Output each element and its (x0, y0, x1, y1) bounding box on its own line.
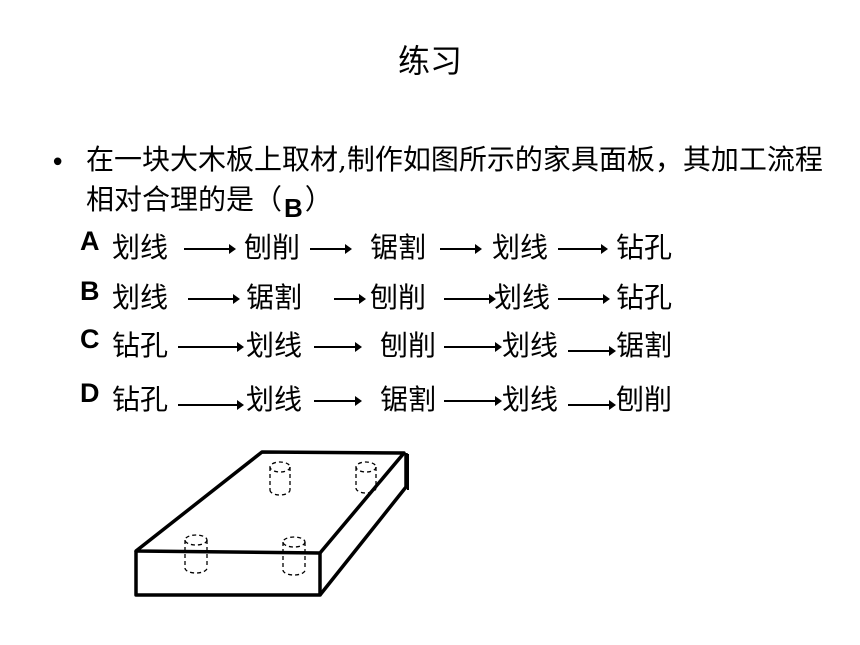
arrow-icon (184, 244, 236, 254)
arrow-icon (314, 342, 362, 352)
option-step: 钻孔 (616, 281, 673, 314)
option-step: 锯割 (370, 231, 427, 264)
option-d: D 钻孔 划线 锯割 划线 刨削 (80, 378, 740, 418)
option-step: 划线 (502, 329, 559, 362)
arrow-icon (444, 396, 502, 406)
question-text-after: ） (304, 183, 333, 216)
panel-front-face (134, 551, 322, 597)
option-step: 划线 (492, 231, 549, 264)
option-b: B 划线 锯割 刨削 划线 钻孔 (80, 276, 740, 316)
arrow-icon (568, 400, 616, 410)
arrow-icon (440, 244, 482, 254)
panel-top-face (134, 450, 406, 555)
arrow-icon (558, 294, 610, 304)
option-letter: C (80, 324, 100, 354)
option-step: 钻孔 (112, 329, 169, 362)
option-step: 划线 (494, 281, 551, 314)
arrow-icon (558, 244, 608, 254)
drill-hole (282, 536, 306, 576)
option-step: 划线 (112, 231, 169, 264)
option-step: 锯割 (246, 281, 303, 314)
arrow-icon (188, 294, 240, 304)
option-letter: A (80, 226, 100, 256)
option-letter: D (80, 378, 100, 408)
option-letter: B (80, 276, 100, 306)
option-step: 刨削 (380, 329, 437, 362)
option-step: 刨削 (616, 383, 673, 416)
question-text: 在一块大木板上取材,制作如图所示的家具面板，其加工流程相对合理的是（B） (86, 140, 826, 223)
slide-title: 练习 (397, 42, 462, 80)
option-step: 划线 (246, 329, 303, 362)
option-a: A 划线 刨削 锯割 划线 钻孔 (80, 226, 740, 266)
panel-side-face (318, 453, 408, 597)
arrow-icon (334, 294, 366, 304)
drill-hole (184, 534, 208, 574)
option-step: 划线 (246, 383, 303, 416)
arrow-icon (444, 342, 502, 352)
option-step: 划线 (502, 383, 559, 416)
drill-hole (355, 461, 377, 494)
arrow-icon (444, 294, 496, 304)
option-step: 锯割 (380, 383, 437, 416)
arrow-icon (178, 342, 244, 352)
option-step: 钻孔 (616, 231, 673, 264)
arrow-icon (178, 400, 244, 410)
option-step: 钻孔 (112, 383, 169, 416)
option-step: 刨削 (370, 281, 427, 314)
question-text-before: 在一块大木板上取材,制作如图所示的家具面板，其加工流程相对合理的是（ (86, 143, 823, 216)
drill-hole (269, 461, 291, 496)
bullet-icon: • (50, 148, 66, 178)
arrow-icon (314, 396, 362, 406)
option-step: 锯割 (616, 329, 673, 362)
arrow-icon (310, 244, 352, 254)
option-step: 刨削 (244, 231, 301, 264)
option-c: C 钻孔 划线 刨削 划线 锯割 (80, 324, 740, 364)
option-step: 划线 (112, 281, 169, 314)
answer-label: B (284, 193, 303, 223)
arrow-icon (568, 346, 616, 356)
